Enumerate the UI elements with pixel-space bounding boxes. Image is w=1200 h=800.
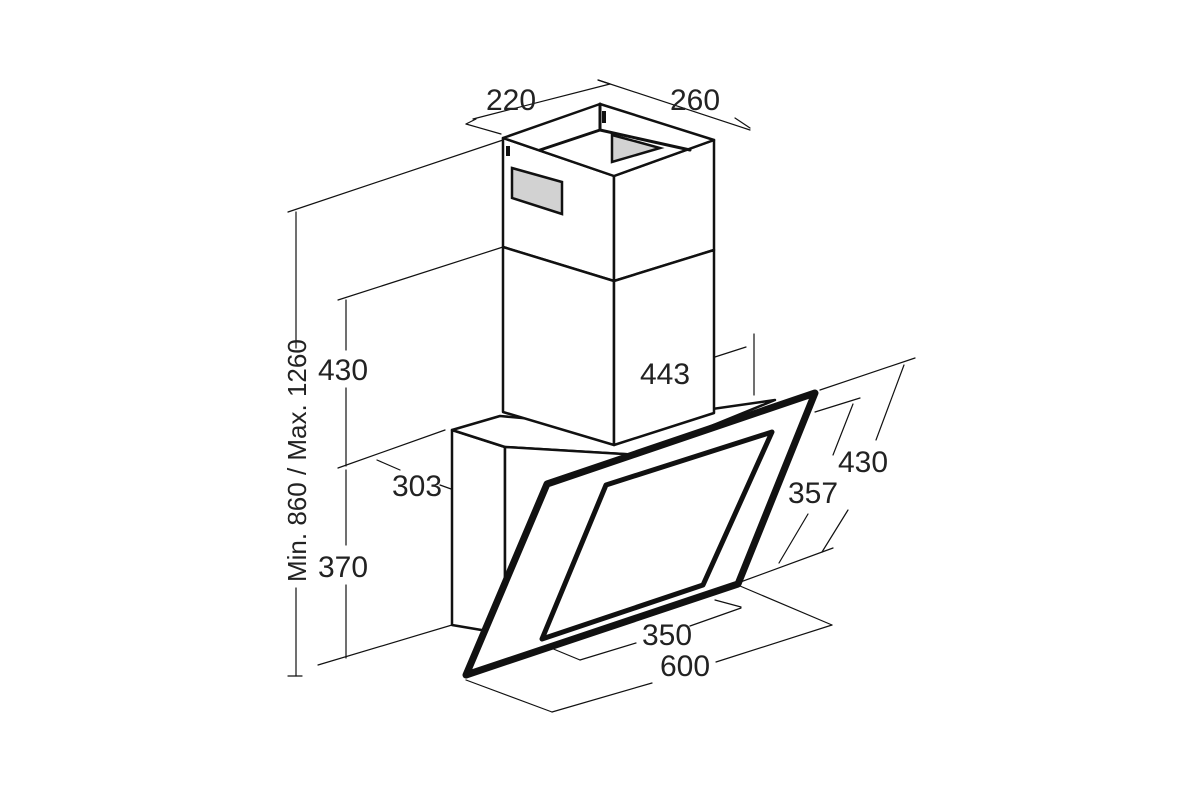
glass-panel	[462, 389, 819, 679]
chimney-mark-left	[506, 146, 510, 156]
chimney	[501, 102, 716, 447]
dim-chimney-to-glass: 443	[640, 358, 690, 391]
chimney-vent-inner	[610, 133, 665, 164]
dim-glass-inner-height: 357	[788, 477, 838, 510]
chimney-mark-top	[602, 111, 606, 123]
dim-lower-height: 370	[318, 551, 368, 584]
chimney-vent-left	[510, 166, 564, 216]
dimension-labels: 220 260 Min. 860 / Max. 1260 430 443 303…	[282, 84, 888, 683]
dimension-lines	[287, 79, 916, 713]
dim-glass-height: 430	[838, 446, 888, 479]
dim-total-height-range: Min. 860 / Max. 1260	[282, 339, 312, 582]
dim-upper-height: 430	[318, 354, 368, 387]
dim-inner-width: 350	[642, 619, 692, 652]
dim-total-width: 600	[660, 650, 710, 683]
dim-chimney-width: 260	[670, 84, 720, 117]
dim-chimney-depth: 220	[486, 84, 536, 117]
dim-body-depth: 303	[392, 470, 442, 503]
